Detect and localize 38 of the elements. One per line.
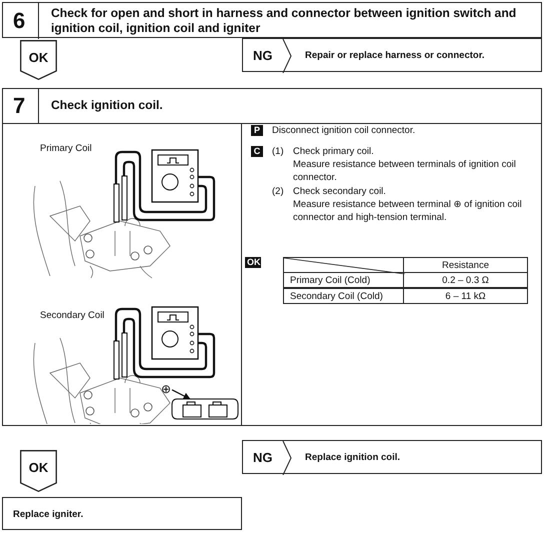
table-cell: 0.2 – 0.3 Ω xyxy=(403,272,528,288)
ok-arrow-tag xyxy=(20,450,57,492)
step-number: 7 xyxy=(13,93,26,119)
instruction-text: Disconnect ignition coil connector. xyxy=(272,124,416,137)
instruction-text: Check primary coil. xyxy=(293,145,375,158)
step-index: (2) xyxy=(272,185,285,198)
ng-result-box xyxy=(242,440,542,474)
ng-label: NG xyxy=(253,47,272,64)
table-cell: Primary Coil (Cold) xyxy=(283,272,404,288)
terminal-mark: ⊕ xyxy=(159,382,173,396)
instruction-text: Measure resistance between terminals of ignition coil connector. xyxy=(293,158,517,184)
ok-arrow-tag xyxy=(20,40,57,80)
ng-label: NG xyxy=(253,449,272,466)
ok-badge: OK xyxy=(245,257,261,268)
ng-result-box xyxy=(242,38,542,72)
ok-label: OK xyxy=(28,460,50,475)
step-heading: Check for open and short in harness and connector between ignition switch and ignition coil, ignition coil and igniter xyxy=(51,6,518,35)
step-index: (1) xyxy=(272,145,285,158)
connector-drawing xyxy=(171,396,239,422)
instruction-text: Check secondary coil. xyxy=(293,185,387,198)
instruction-text: Measure resistance between terminal ⊕ of ignition coil connector and high-tension terminal. xyxy=(293,198,523,224)
step-heading: Check ignition coil. xyxy=(51,98,164,112)
action-text: Replace igniter. xyxy=(13,508,84,522)
action-text: Replace ignition coil. xyxy=(305,451,402,465)
table-cell: Secondary Coil (Cold) xyxy=(283,288,404,304)
caption: Secondary Coil xyxy=(40,309,106,322)
step-number: 6 xyxy=(13,8,26,34)
action-text: Repair or replace harness or connector. xyxy=(305,49,486,63)
step-box xyxy=(2,88,542,426)
result-box xyxy=(2,497,242,530)
table-header: Resistance xyxy=(403,257,528,273)
caption: Primary Coil xyxy=(40,142,93,155)
p-badge: P xyxy=(251,125,263,136)
table-cell: 6 – 11 kΩ xyxy=(403,288,528,304)
ok-label: OK xyxy=(28,50,50,65)
leader-arrow xyxy=(172,389,191,400)
step-box xyxy=(2,2,542,38)
c-badge: C xyxy=(251,146,263,157)
